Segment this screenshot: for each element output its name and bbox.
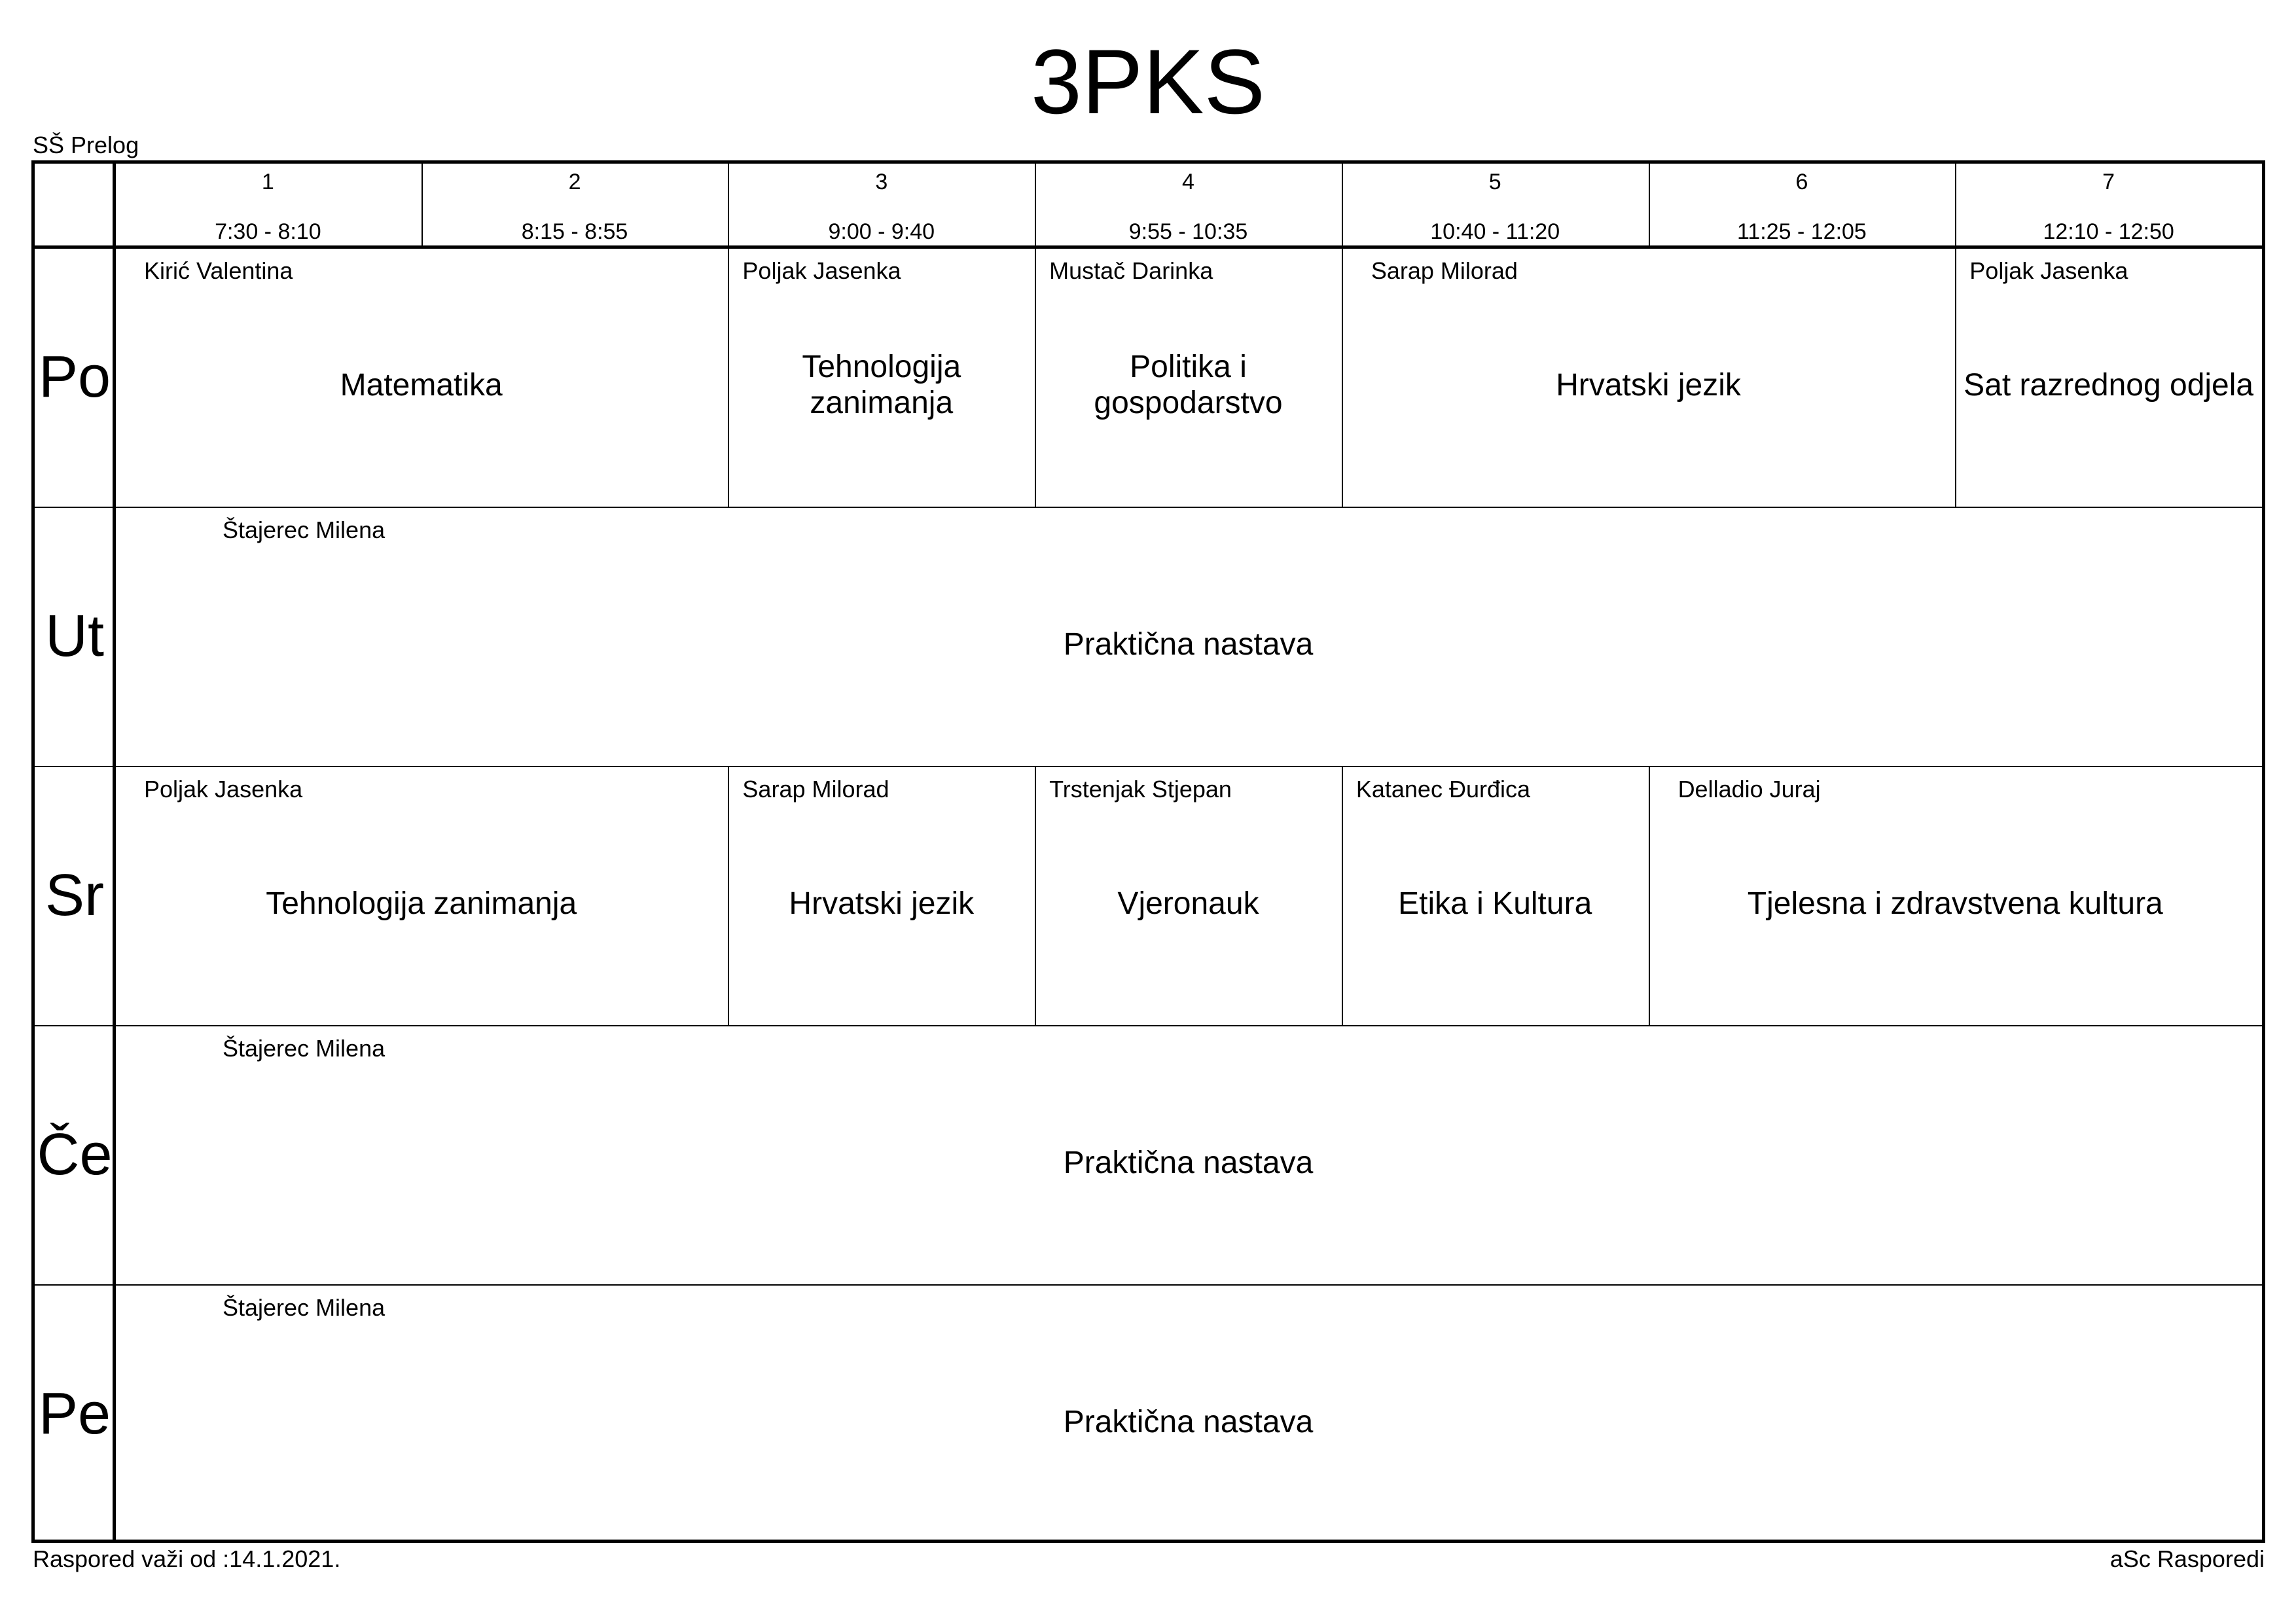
lesson-teacher: Mustač Darinka [1049,257,1213,284]
period-number: 2 [568,170,581,194]
day-label: Ut [45,604,104,669]
school-name: SŠ Prelog [33,132,139,158]
period-time: 9:00 - 9:40 [828,219,935,244]
lesson-subject: Tehnologija zanimanja [266,886,577,921]
lesson-subject: Sat razrednog odjela [1964,367,2254,403]
header-column-divider [728,164,730,247]
lesson-teacher: Sarap Milorad [1371,257,1518,284]
lesson-subject: Hrvatski jezik [789,886,975,921]
period-number: 6 [1795,170,1808,194]
row-divider [35,507,2262,508]
lesson-subject: Etika i Kultura [1398,886,1592,921]
period-time: 11:25 - 12:05 [1736,219,1867,244]
cell-divider [1341,247,1343,507]
header-column-divider [1648,164,1650,247]
lesson-teacher: Štajerec Milena [223,1035,386,1062]
day-label: Pe [38,1381,111,1447]
period-time: 10:40 - 11:20 [1430,219,1560,244]
cell-divider [1035,766,1037,1025]
lesson-subject: Vjeronauk [1117,886,1259,921]
lesson-teacher: Štajerec Milena [223,516,386,543]
period-number: 5 [1488,170,1501,194]
header-divider [35,245,2262,249]
row-divider [35,766,2262,767]
lesson-teacher: Katanec Đurđica [1355,776,1530,803]
cell-divider [728,247,730,507]
lesson-subject: Matematika [340,367,503,403]
cell-divider [1035,247,1037,507]
lesson-teacher: Poljak Jasenka [742,257,901,284]
lesson-teacher: Kirić Valentina [144,257,293,284]
lesson-subject: Praktična nastava [1063,1145,1314,1180]
lesson-teacher: Poljak Jasenka [1969,257,2128,284]
period-number: 7 [2102,170,2115,194]
header-column-divider [1955,164,1957,247]
header-column-divider [1035,164,1037,247]
software-credit: aSc Rasporedi [2109,1545,2265,1572]
period-time: 7:30 - 8:10 [215,219,321,244]
header-column-divider [1341,164,1343,247]
header-column-divider [421,164,423,247]
lesson-teacher: Štajerec Milena [223,1294,386,1321]
lesson-subject: Politika i gospodarstvo [1094,350,1283,420]
lesson-teacher: Poljak Jasenka [144,776,303,803]
cell-divider [1341,766,1343,1025]
day-label: Če [37,1122,113,1187]
day-label: Po [38,344,111,410]
lesson-teacher: Delladio Juraj [1677,776,1821,803]
lesson-subject: Hrvatski jezik [1556,367,1741,403]
cell-divider [728,766,730,1025]
day-label: Sr [45,863,104,928]
row-divider [35,1284,2262,1286]
lesson-subject: Praktična nastava [1063,626,1314,662]
page-title: 3PKS [1031,30,1265,133]
period-number: 4 [1182,170,1194,194]
day-column-divider [113,164,116,1540]
lesson-subject: Tehnologija zanimanja [802,350,961,420]
cell-divider [1955,247,1957,507]
lesson-teacher: Trstenjak Stjepan [1049,776,1232,803]
valid-from-note: Raspored važi od :14.1.2021. [33,1545,341,1572]
lesson-subject: Praktična nastava [1063,1404,1314,1439]
period-number: 3 [875,170,888,194]
period-time: 12:10 - 12:50 [2043,219,2174,244]
cell-divider [1648,766,1650,1025]
period-time: 8:15 - 8:55 [521,219,628,244]
lesson-subject: Tjelesna i zdravstvena kultura [1747,886,2163,921]
timetable-grid: 1 7:30 - 8:10 2 8:15 - 8:55 3 9:00 - 9:40 4 9:5… [31,160,2265,1543]
period-time: 9:55 - 10:35 [1128,219,1248,244]
lesson-teacher: Sarap Milorad [742,776,889,803]
period-number: 1 [261,170,274,194]
row-divider [35,1025,2262,1026]
